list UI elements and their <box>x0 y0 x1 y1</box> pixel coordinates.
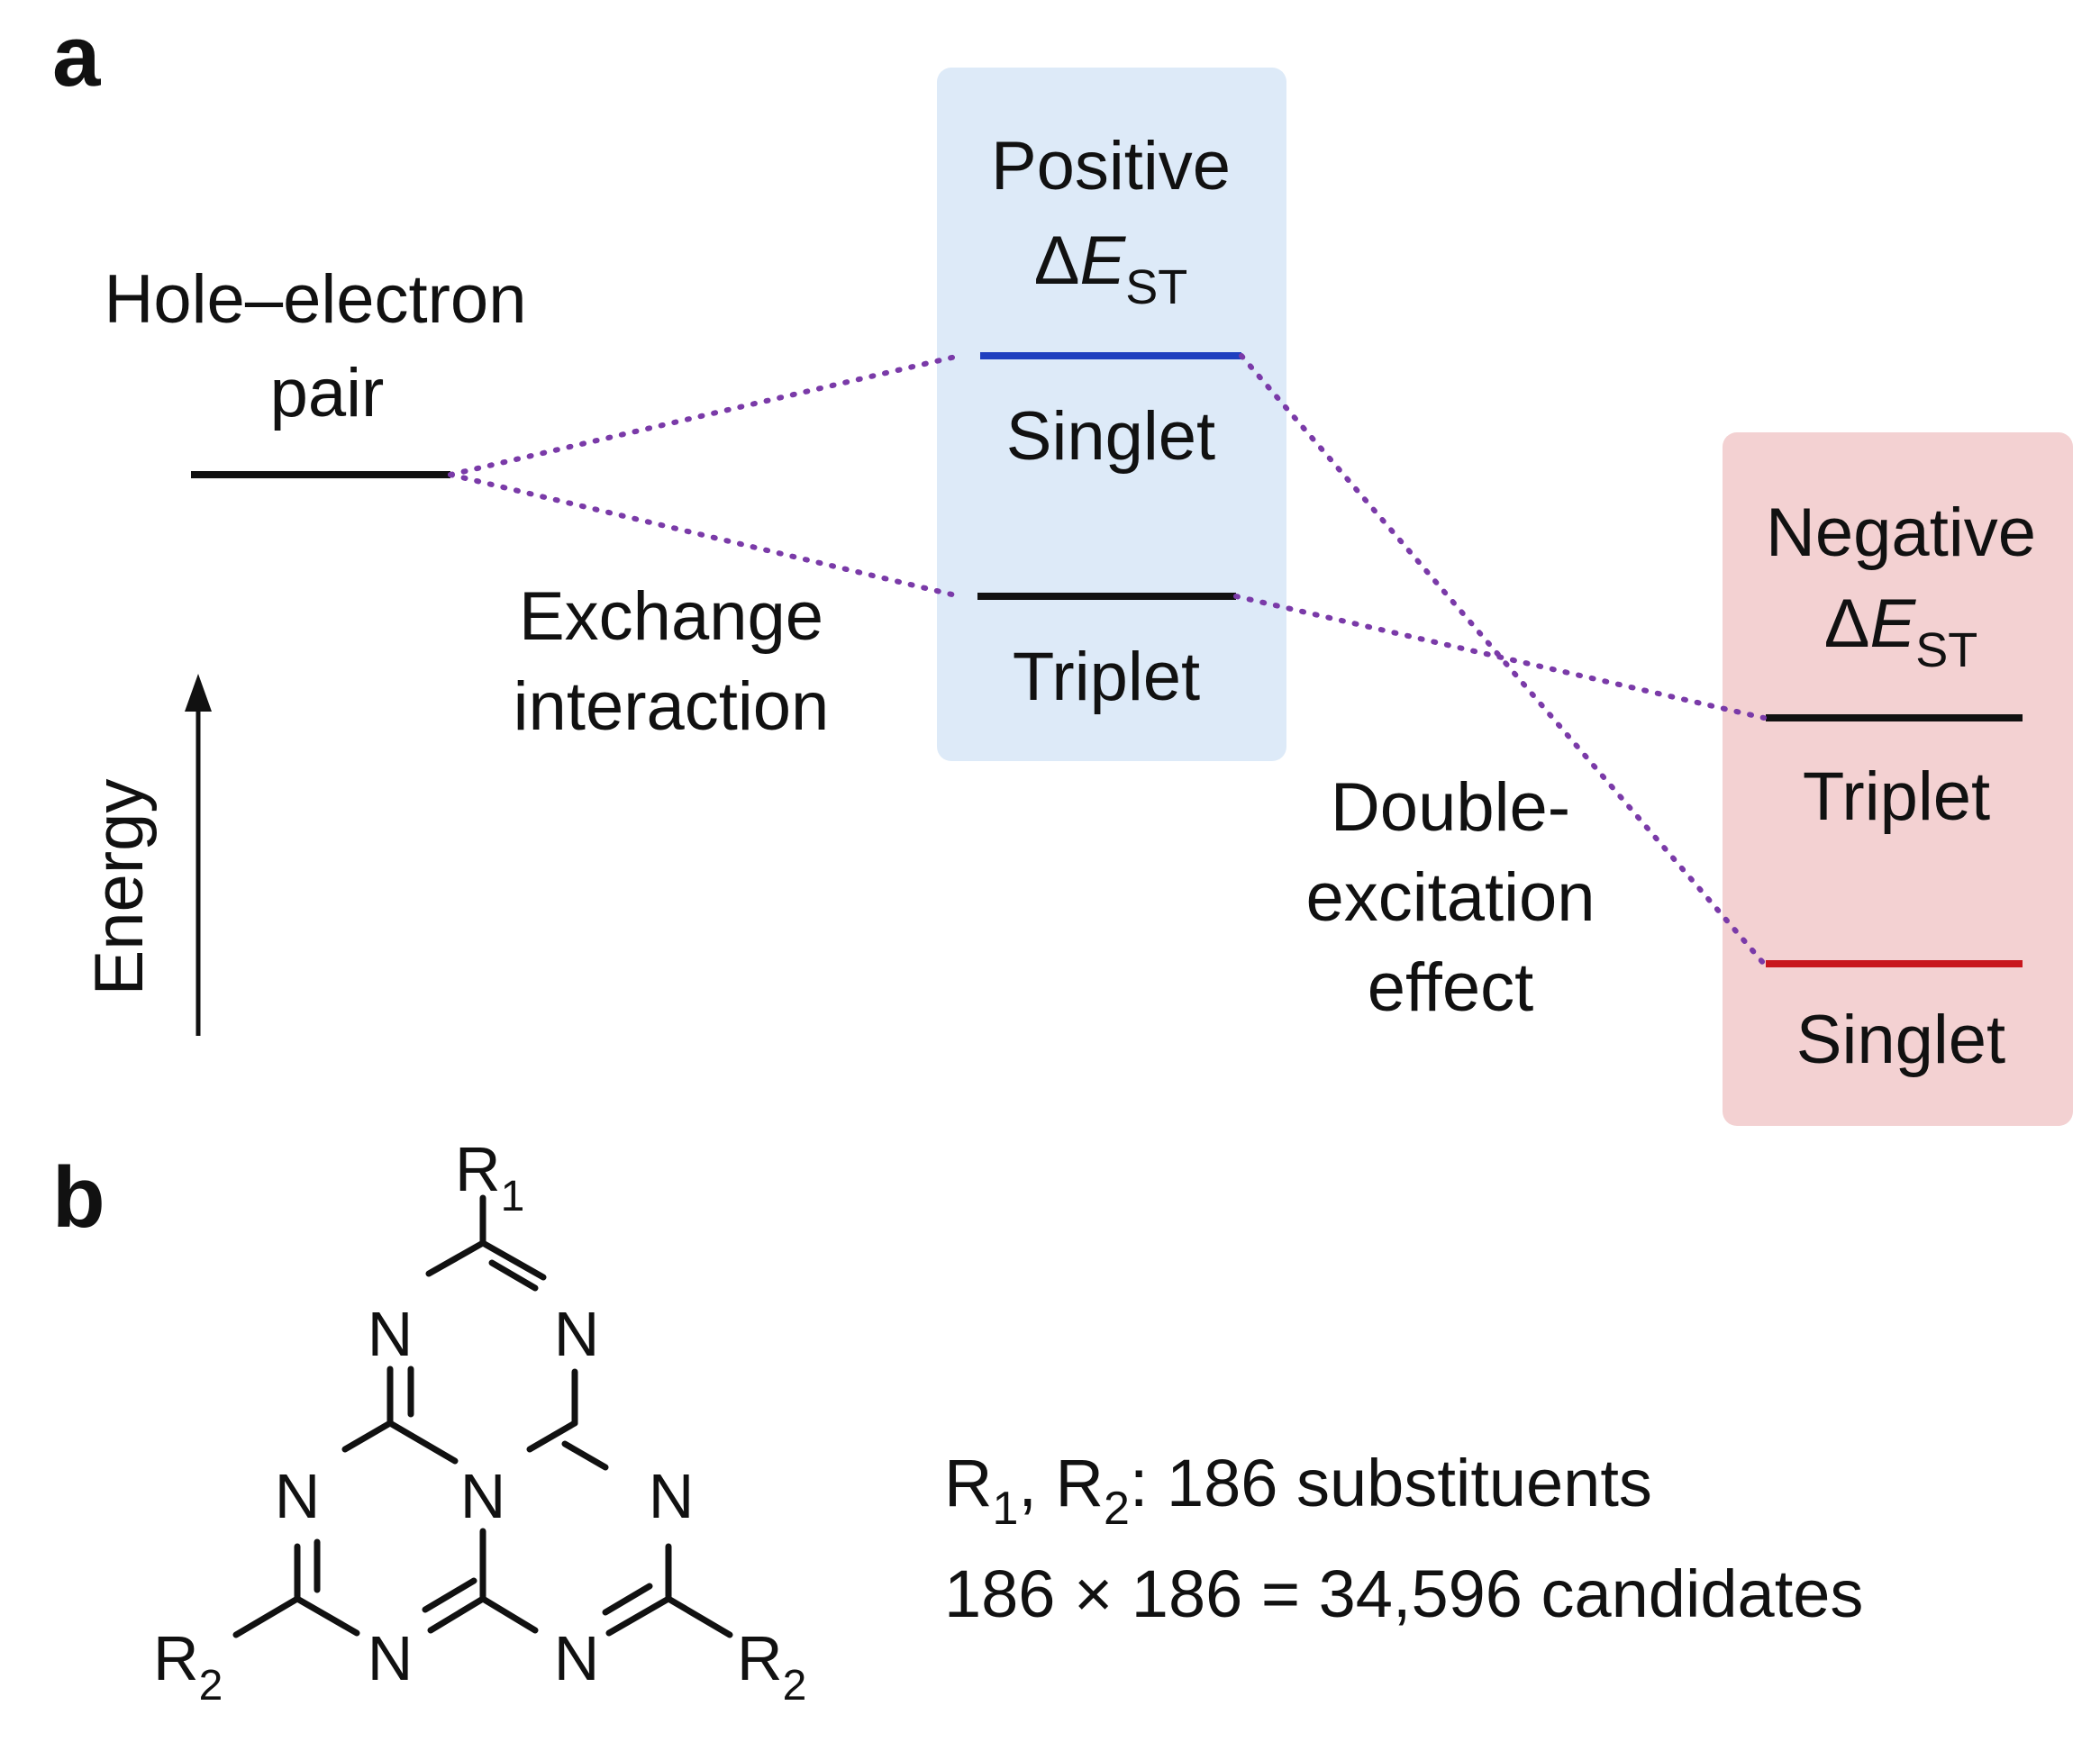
positive-triplet-label: Triplet <box>1013 639 1200 715</box>
n-atom: N <box>649 1461 695 1531</box>
connector-triplet-to-triplet <box>1233 594 1767 721</box>
candidate-count-caption: 186 × 186 = 34,596 candidates <box>944 1556 1863 1631</box>
r2-substituent-right: R2 <box>737 1623 806 1710</box>
n-atom: N <box>368 1299 414 1369</box>
positive-title: Positive <box>991 128 1231 204</box>
r2-substituent-left: R2 <box>153 1623 223 1710</box>
hole-electron-label-line2: pair <box>270 355 385 431</box>
negative-triplet-label: Triplet <box>1803 758 1990 835</box>
connector-pair-to-triplet <box>448 472 962 599</box>
exchange-label-line1: Exchange <box>519 578 823 655</box>
n-atom: N <box>368 1623 414 1693</box>
energy-axis-label: Energy <box>81 779 158 996</box>
n-atom: N <box>460 1461 506 1531</box>
negative-est-box <box>1723 432 2073 1126</box>
double-excitation-line2: excitation <box>1305 859 1595 936</box>
n-atom: N <box>275 1461 321 1531</box>
exchange-label-line2: interaction <box>514 668 830 745</box>
panel-a-label: a <box>52 8 101 104</box>
positive-singlet-label: Singlet <box>1006 398 1215 475</box>
energy-axis-arrowhead <box>185 674 212 712</box>
heptazine-structure <box>232 1194 733 1638</box>
n-atom: N <box>554 1623 600 1693</box>
panel-b-label: b <box>52 1149 105 1246</box>
positive-est-box <box>937 68 1286 761</box>
positive-delta-est: ΔEST <box>1034 222 1187 314</box>
r1-substituent: R1 <box>455 1134 524 1220</box>
n-atom: N <box>554 1299 600 1369</box>
double-excitation-line3: effect <box>1368 949 1534 1026</box>
connector-singlet-to-singlet <box>1239 353 1767 966</box>
dotted-connectors <box>448 353 1767 966</box>
hole-electron-label-line1: Hole–electron <box>105 261 527 338</box>
negative-delta-est: ΔEST <box>1824 585 1977 677</box>
negative-singlet-label: Singlet <box>1796 1002 2005 1078</box>
negative-title: Negative <box>1766 494 2036 571</box>
connector-pair-to-singlet <box>448 353 962 477</box>
nitrogen-atoms: N N N N N N N <box>275 1299 695 1693</box>
double-excitation-line1: Double- <box>1331 769 1570 846</box>
substituent-count-caption: R1, R2: 186 substituents <box>944 1446 1652 1535</box>
